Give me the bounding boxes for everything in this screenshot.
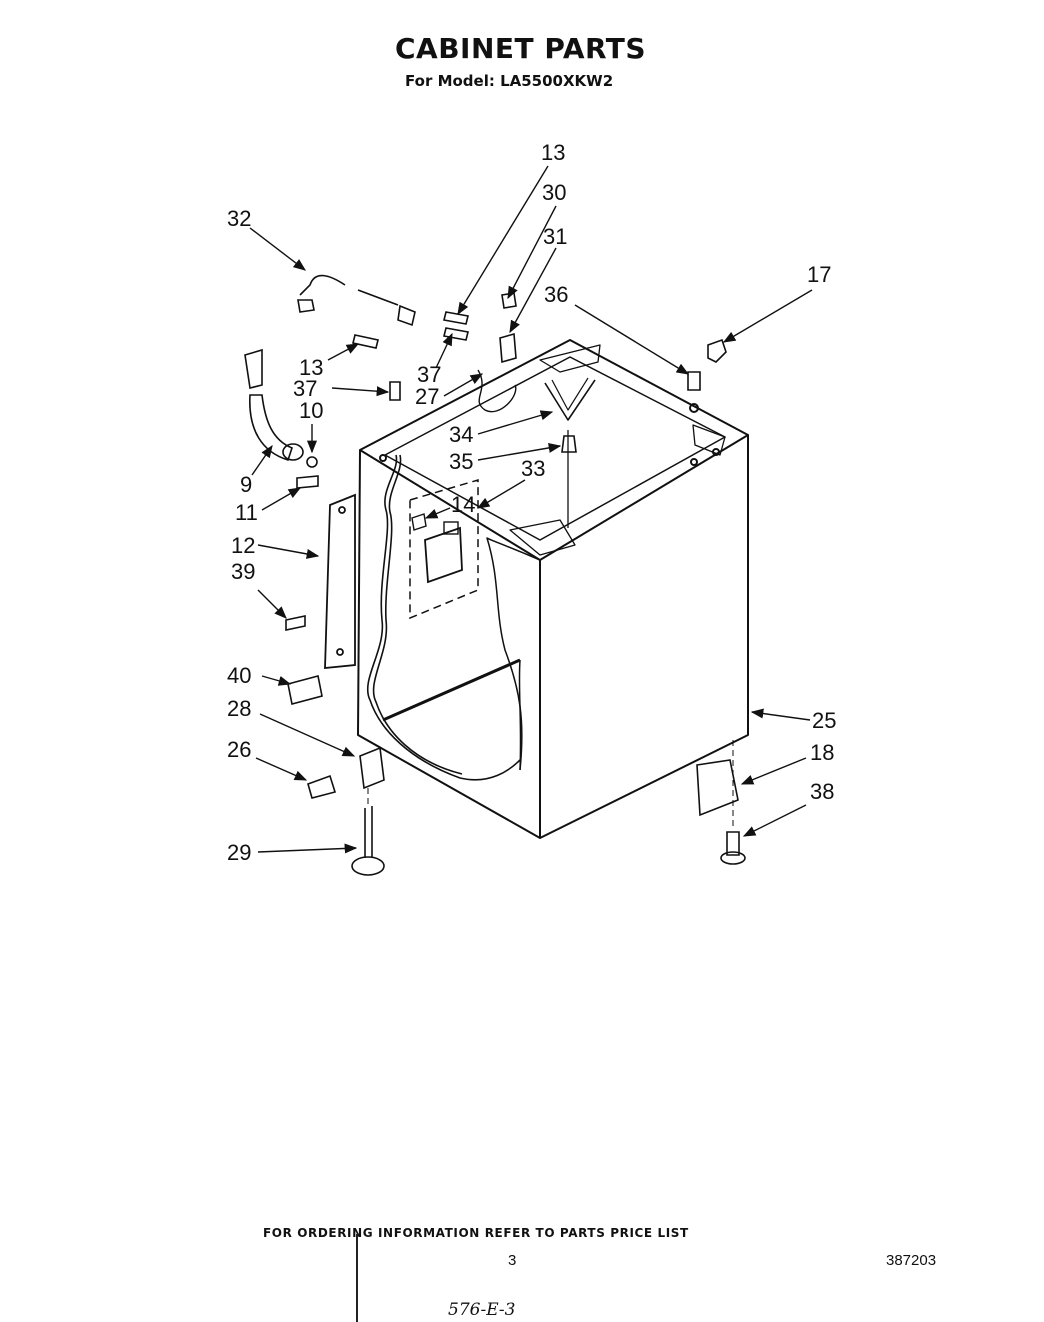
callout-31: 31: [543, 224, 567, 249]
callout-39: 39: [231, 559, 255, 584]
callout-26: 26: [227, 737, 251, 762]
switch-assembly: [409, 478, 479, 620]
callout-29: 29: [227, 840, 251, 865]
callout-37-right: 37: [417, 362, 441, 387]
callout-12: 12: [231, 533, 255, 558]
callout-13-left: 13: [299, 355, 323, 380]
margin-line: [356, 1234, 358, 1322]
page-number: 3: [508, 1252, 517, 1269]
side-panel: [324, 493, 356, 669]
wire-harness: [366, 369, 521, 781]
callout-18: 18: [810, 740, 834, 765]
callout-36: 36: [544, 282, 568, 307]
callout-37-left: 37: [293, 376, 317, 401]
handwritten-note: 576-E-3: [448, 1300, 516, 1320]
cabinet-body: [357, 339, 749, 839]
callout-28: 28: [227, 696, 251, 721]
callout-33: 33: [521, 456, 545, 481]
callout-13-top: 13: [541, 140, 565, 165]
callout-38: 38: [810, 779, 834, 804]
page-title: CABINET PARTS: [395, 32, 647, 65]
callout-32: 32: [227, 206, 251, 231]
callout-17: 17: [807, 262, 831, 287]
document-number: 387203: [886, 1252, 937, 1269]
callout-9: 9: [240, 472, 252, 497]
callout-30: 30: [542, 180, 566, 205]
callout-27: 27: [415, 384, 439, 409]
callout-14: 14: [451, 492, 475, 517]
model-subtitle: For Model: LA5500XKW2: [405, 72, 614, 90]
leader-arrows: [249, 165, 813, 854]
small-parts: [244, 274, 746, 876]
ordering-note: FOR ORDERING INFORMATION REFER TO PARTS …: [263, 1226, 689, 1240]
callout-40: 40: [227, 663, 251, 688]
callout-34: 34: [449, 422, 473, 447]
callout-10: 10: [299, 398, 323, 423]
callout-35: 35: [449, 449, 473, 474]
callout-25: 25: [812, 708, 836, 733]
callout-11: 11: [235, 500, 258, 525]
